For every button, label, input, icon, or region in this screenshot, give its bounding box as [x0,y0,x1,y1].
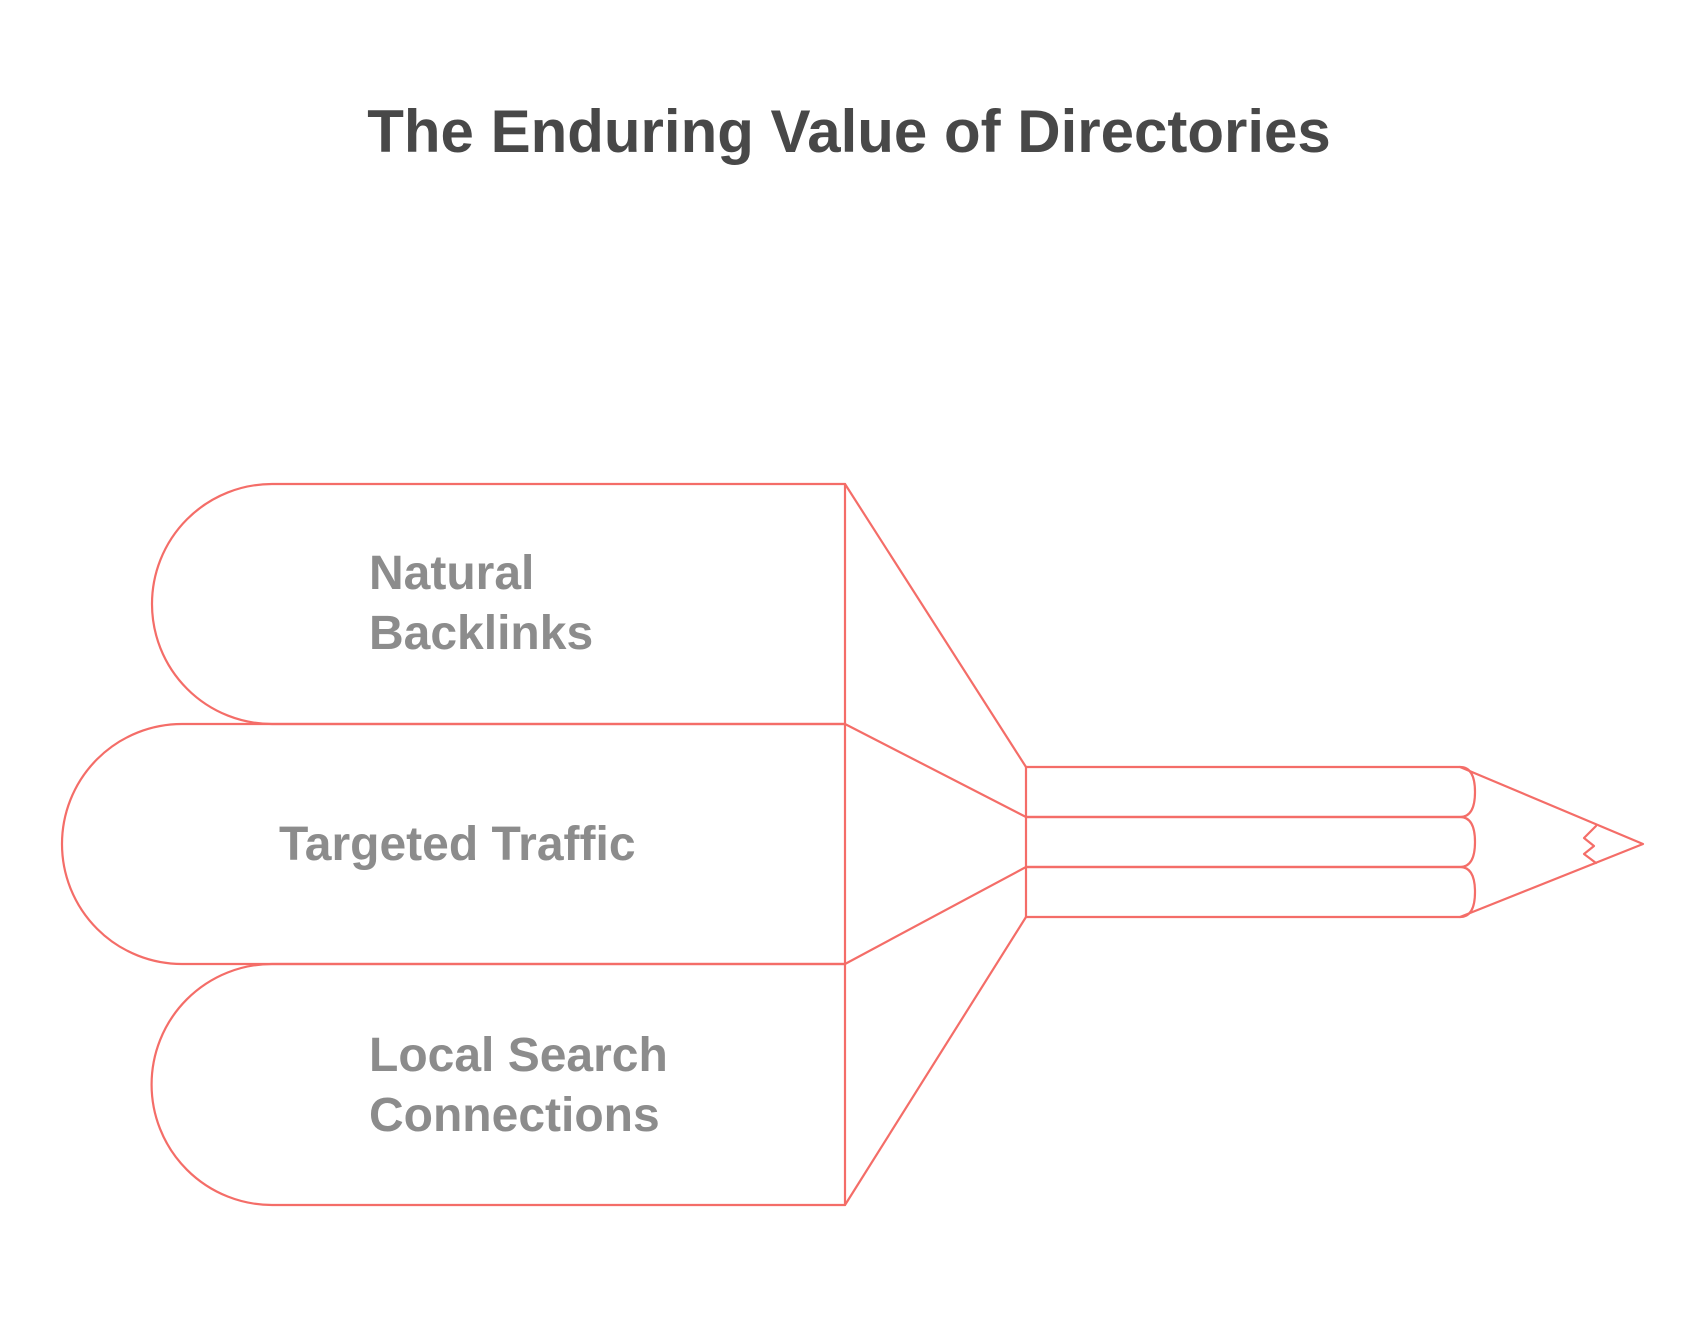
traffic-box [60,722,847,966]
backlinks-box [150,482,847,726]
backlinks-label: Natural Backlinks [369,547,593,660]
local-search-label: Local Search Connections [369,1029,681,1142]
local-search-box [150,962,847,1207]
pencil-icon [1024,765,1645,919]
traffic-label: Targeted Traffic [279,818,636,871]
funnel-lines [843,482,1028,1207]
diagram-title: The Enduring Value of Directories [367,98,1331,165]
